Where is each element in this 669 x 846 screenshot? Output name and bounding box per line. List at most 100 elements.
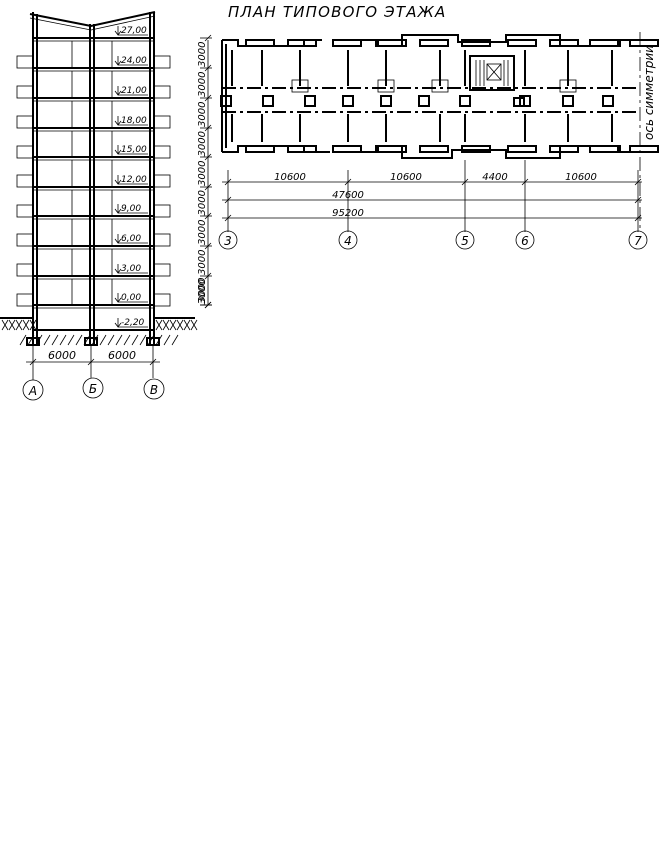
floor-slabs: [33, 37, 154, 331]
balcony: [549, 145, 579, 153]
windows-right: [153, 55, 171, 307]
column: [342, 95, 354, 107]
column: [602, 95, 614, 107]
balconies-top: [245, 39, 659, 47]
balcony: [549, 39, 579, 47]
elevation-label: 24,00: [121, 56, 147, 66]
balconies-bottom: [245, 145, 659, 153]
balcony: [507, 145, 537, 153]
window: [153, 145, 171, 159]
ground-hatch: [0, 317, 198, 346]
span-dim-bv: 6000: [108, 349, 136, 362]
plan-overall-2: 95200: [332, 208, 364, 219]
window: [153, 263, 171, 277]
elevation-label: 6,00: [121, 234, 141, 244]
plan-axis-5: 5: [461, 234, 469, 248]
duct: [431, 79, 449, 93]
window: [153, 293, 171, 307]
staircase: [469, 55, 525, 107]
building-section: 27,0024,0021,0018,0015,0012,009,006,003,…: [0, 11, 212, 401]
plan-axis-3: 3: [224, 234, 232, 248]
duct: [559, 79, 577, 93]
floor-height-dim: 3000: [197, 250, 208, 275]
floor-height-dim: 3000: [197, 72, 208, 97]
elevation-label: 0,00: [121, 293, 141, 303]
windows-left: [16, 55, 34, 307]
window: [16, 145, 34, 159]
column: [220, 95, 232, 107]
balcony: [332, 39, 362, 47]
balcony: [419, 39, 449, 47]
plan-span-1: 10600: [274, 172, 306, 183]
window: [16, 293, 34, 307]
window: [16, 174, 34, 188]
roof-line: [29, 11, 156, 28]
elevation-marks: 27,0024,0021,0018,0015,0012,009,006,003,…: [114, 26, 148, 328]
floor-height-dim: 3000: [197, 102, 208, 127]
balcony: [419, 145, 449, 153]
dim-tick: [634, 214, 642, 222]
window: [16, 263, 34, 277]
symmetry-axis-label: ось симметрии: [642, 45, 656, 140]
balcony: [245, 145, 275, 153]
plan-axis-4: 4: [344, 234, 352, 248]
plan-overall-1: 47600: [332, 190, 364, 201]
balcony: [629, 145, 659, 153]
floor-height-dim: 3000: [197, 161, 208, 186]
floor-height-dim: 3000: [197, 42, 208, 67]
balcony: [461, 145, 491, 153]
dim-tick: [224, 214, 232, 222]
window: [16, 85, 34, 99]
axis-label-a: А: [28, 384, 37, 398]
floor-height-dim: 3000: [197, 131, 208, 156]
elevation-label: 21,00: [121, 86, 147, 96]
dim-tick: [461, 178, 469, 186]
column: [380, 95, 392, 107]
columns: [220, 95, 614, 107]
partitions: [71, 41, 113, 305]
plan-span-2: 10600: [390, 172, 422, 183]
plan-axis-6: 6: [521, 234, 529, 248]
duct: [377, 79, 395, 93]
plan-span-3: 4400: [482, 172, 507, 183]
elevation-label: 18,00: [121, 116, 147, 126]
column: [262, 95, 274, 107]
elevation-label: 9,00: [121, 204, 141, 214]
balcony: [287, 145, 317, 153]
elevation-label: 27,00: [121, 26, 147, 36]
elevation-label: 12,00: [121, 175, 147, 185]
dim-tick: [634, 178, 642, 186]
dim-tick: [224, 196, 232, 204]
window: [153, 55, 171, 69]
plan-title: ПЛАН ТИПОВОГО ЭТАЖА: [228, 3, 446, 21]
window: [153, 233, 171, 247]
column: [562, 95, 574, 107]
floor-height-dim: 3000: [197, 220, 208, 245]
window: [16, 115, 34, 129]
dim-tick: [224, 178, 232, 186]
balcony: [589, 145, 619, 153]
window: [153, 85, 171, 99]
dim-tick: [521, 178, 529, 186]
dim-tick: [634, 196, 642, 204]
floor-height-dim: 3000: [197, 279, 208, 304]
floor-plan: ось симметрии 10600 10600 4400 10600 476…: [218, 32, 659, 250]
column: [418, 95, 430, 107]
window: [153, 174, 171, 188]
plan-span-4: 10600: [565, 172, 597, 183]
window: [16, 204, 34, 218]
window: [16, 55, 34, 69]
balcony: [377, 145, 407, 153]
dim-ticks: [224, 178, 642, 222]
floor-height-dim: 3000: [197, 190, 208, 215]
balcony: [332, 145, 362, 153]
duct: [291, 79, 309, 93]
axis-label-b: Б: [89, 382, 97, 396]
balcony: [507, 39, 537, 47]
window: [153, 115, 171, 129]
elevation-label: 3,00: [121, 264, 141, 274]
axis-label-v: В: [150, 383, 158, 397]
window: [153, 204, 171, 218]
